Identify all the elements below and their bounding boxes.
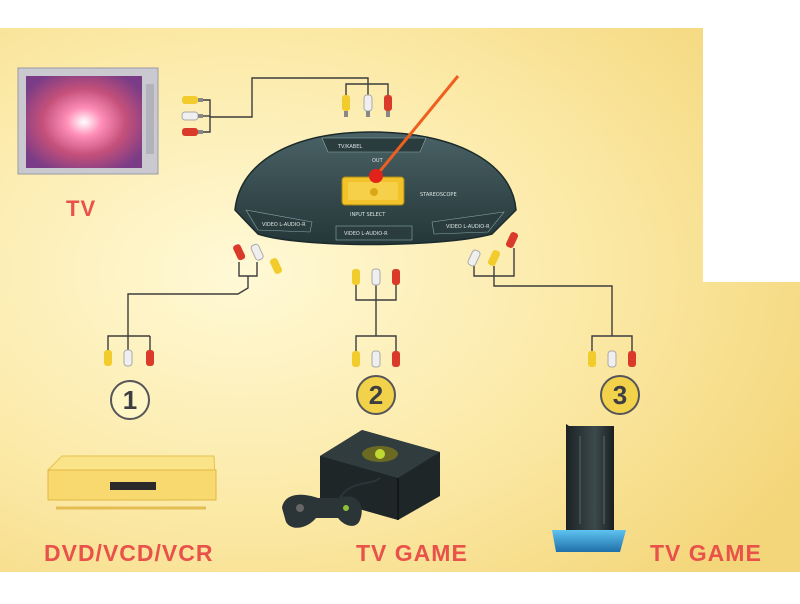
out-plug-red bbox=[384, 95, 392, 117]
in1-plug-yellow-bottom bbox=[104, 350, 112, 366]
tv-plug-yellow bbox=[182, 96, 203, 104]
in3-plug-yellow-bottom bbox=[588, 351, 596, 367]
in3-plug-yellow-top bbox=[487, 250, 501, 266]
input-2-label: TV GAME bbox=[356, 540, 468, 566]
out-plug-yellow bbox=[342, 95, 350, 117]
input-3-label: TV GAME bbox=[650, 540, 762, 566]
port-right-label: VIDEO L-AUDIO-R bbox=[446, 224, 490, 230]
switch-out-label: TV/KABEL bbox=[337, 144, 362, 150]
in2-plug-yellow-top bbox=[352, 269, 360, 285]
cables bbox=[107, 77, 633, 351]
in3-plug-red-top bbox=[505, 232, 519, 248]
port-left-label: VIDEO L-AUDIO-R bbox=[262, 222, 306, 228]
tv-plug-white bbox=[181, 111, 203, 121]
tower-console-icon bbox=[552, 424, 626, 552]
switch-out-sub: OUT bbox=[372, 158, 384, 164]
game-controller-icon bbox=[282, 477, 381, 528]
in1-plug-white-bottom bbox=[123, 349, 133, 367]
tv-label: TV bbox=[66, 196, 97, 221]
in3-plug-white-top bbox=[467, 249, 481, 267]
in1-plug-red-bottom bbox=[146, 350, 154, 366]
tv-icon bbox=[17, 67, 159, 175]
in2-plug-red-bottom bbox=[392, 351, 400, 367]
pointer-line bbox=[369, 75, 460, 183]
dvd-player-icon bbox=[47, 455, 217, 510]
input-1-number: 1 bbox=[110, 380, 150, 420]
in2-plug-yellow-bottom bbox=[352, 351, 360, 367]
switch-brand: STAREOSCOPE bbox=[420, 192, 457, 198]
tv-plug-red bbox=[182, 128, 203, 136]
input-1-label: DVD/VCD/VCR bbox=[44, 540, 214, 566]
in2-plug-red-top bbox=[392, 269, 400, 285]
av-switch-box: TV/KABEL OUT STAREOSCOPE INPUT SELECT VI… bbox=[234, 131, 517, 246]
switch-select-label: INPUT SELECT bbox=[350, 212, 386, 218]
in3-plug-red-bottom bbox=[628, 351, 636, 367]
in3-plug-white-bottom bbox=[607, 350, 617, 368]
rca-plugs bbox=[104, 94, 636, 368]
in1-plug-white-top bbox=[250, 243, 264, 261]
port-center-label: VIDEO L-AUDIO-R bbox=[344, 231, 388, 237]
input-2-number: 2 bbox=[356, 375, 396, 415]
in1-plug-red-top bbox=[233, 244, 246, 261]
in1-plug-yellow-top bbox=[269, 258, 283, 274]
out-plug-white bbox=[363, 94, 373, 117]
in2-plug-white-top bbox=[371, 268, 381, 286]
input-3-number: 3 bbox=[600, 375, 640, 415]
in2-plug-white-bottom bbox=[371, 350, 381, 368]
